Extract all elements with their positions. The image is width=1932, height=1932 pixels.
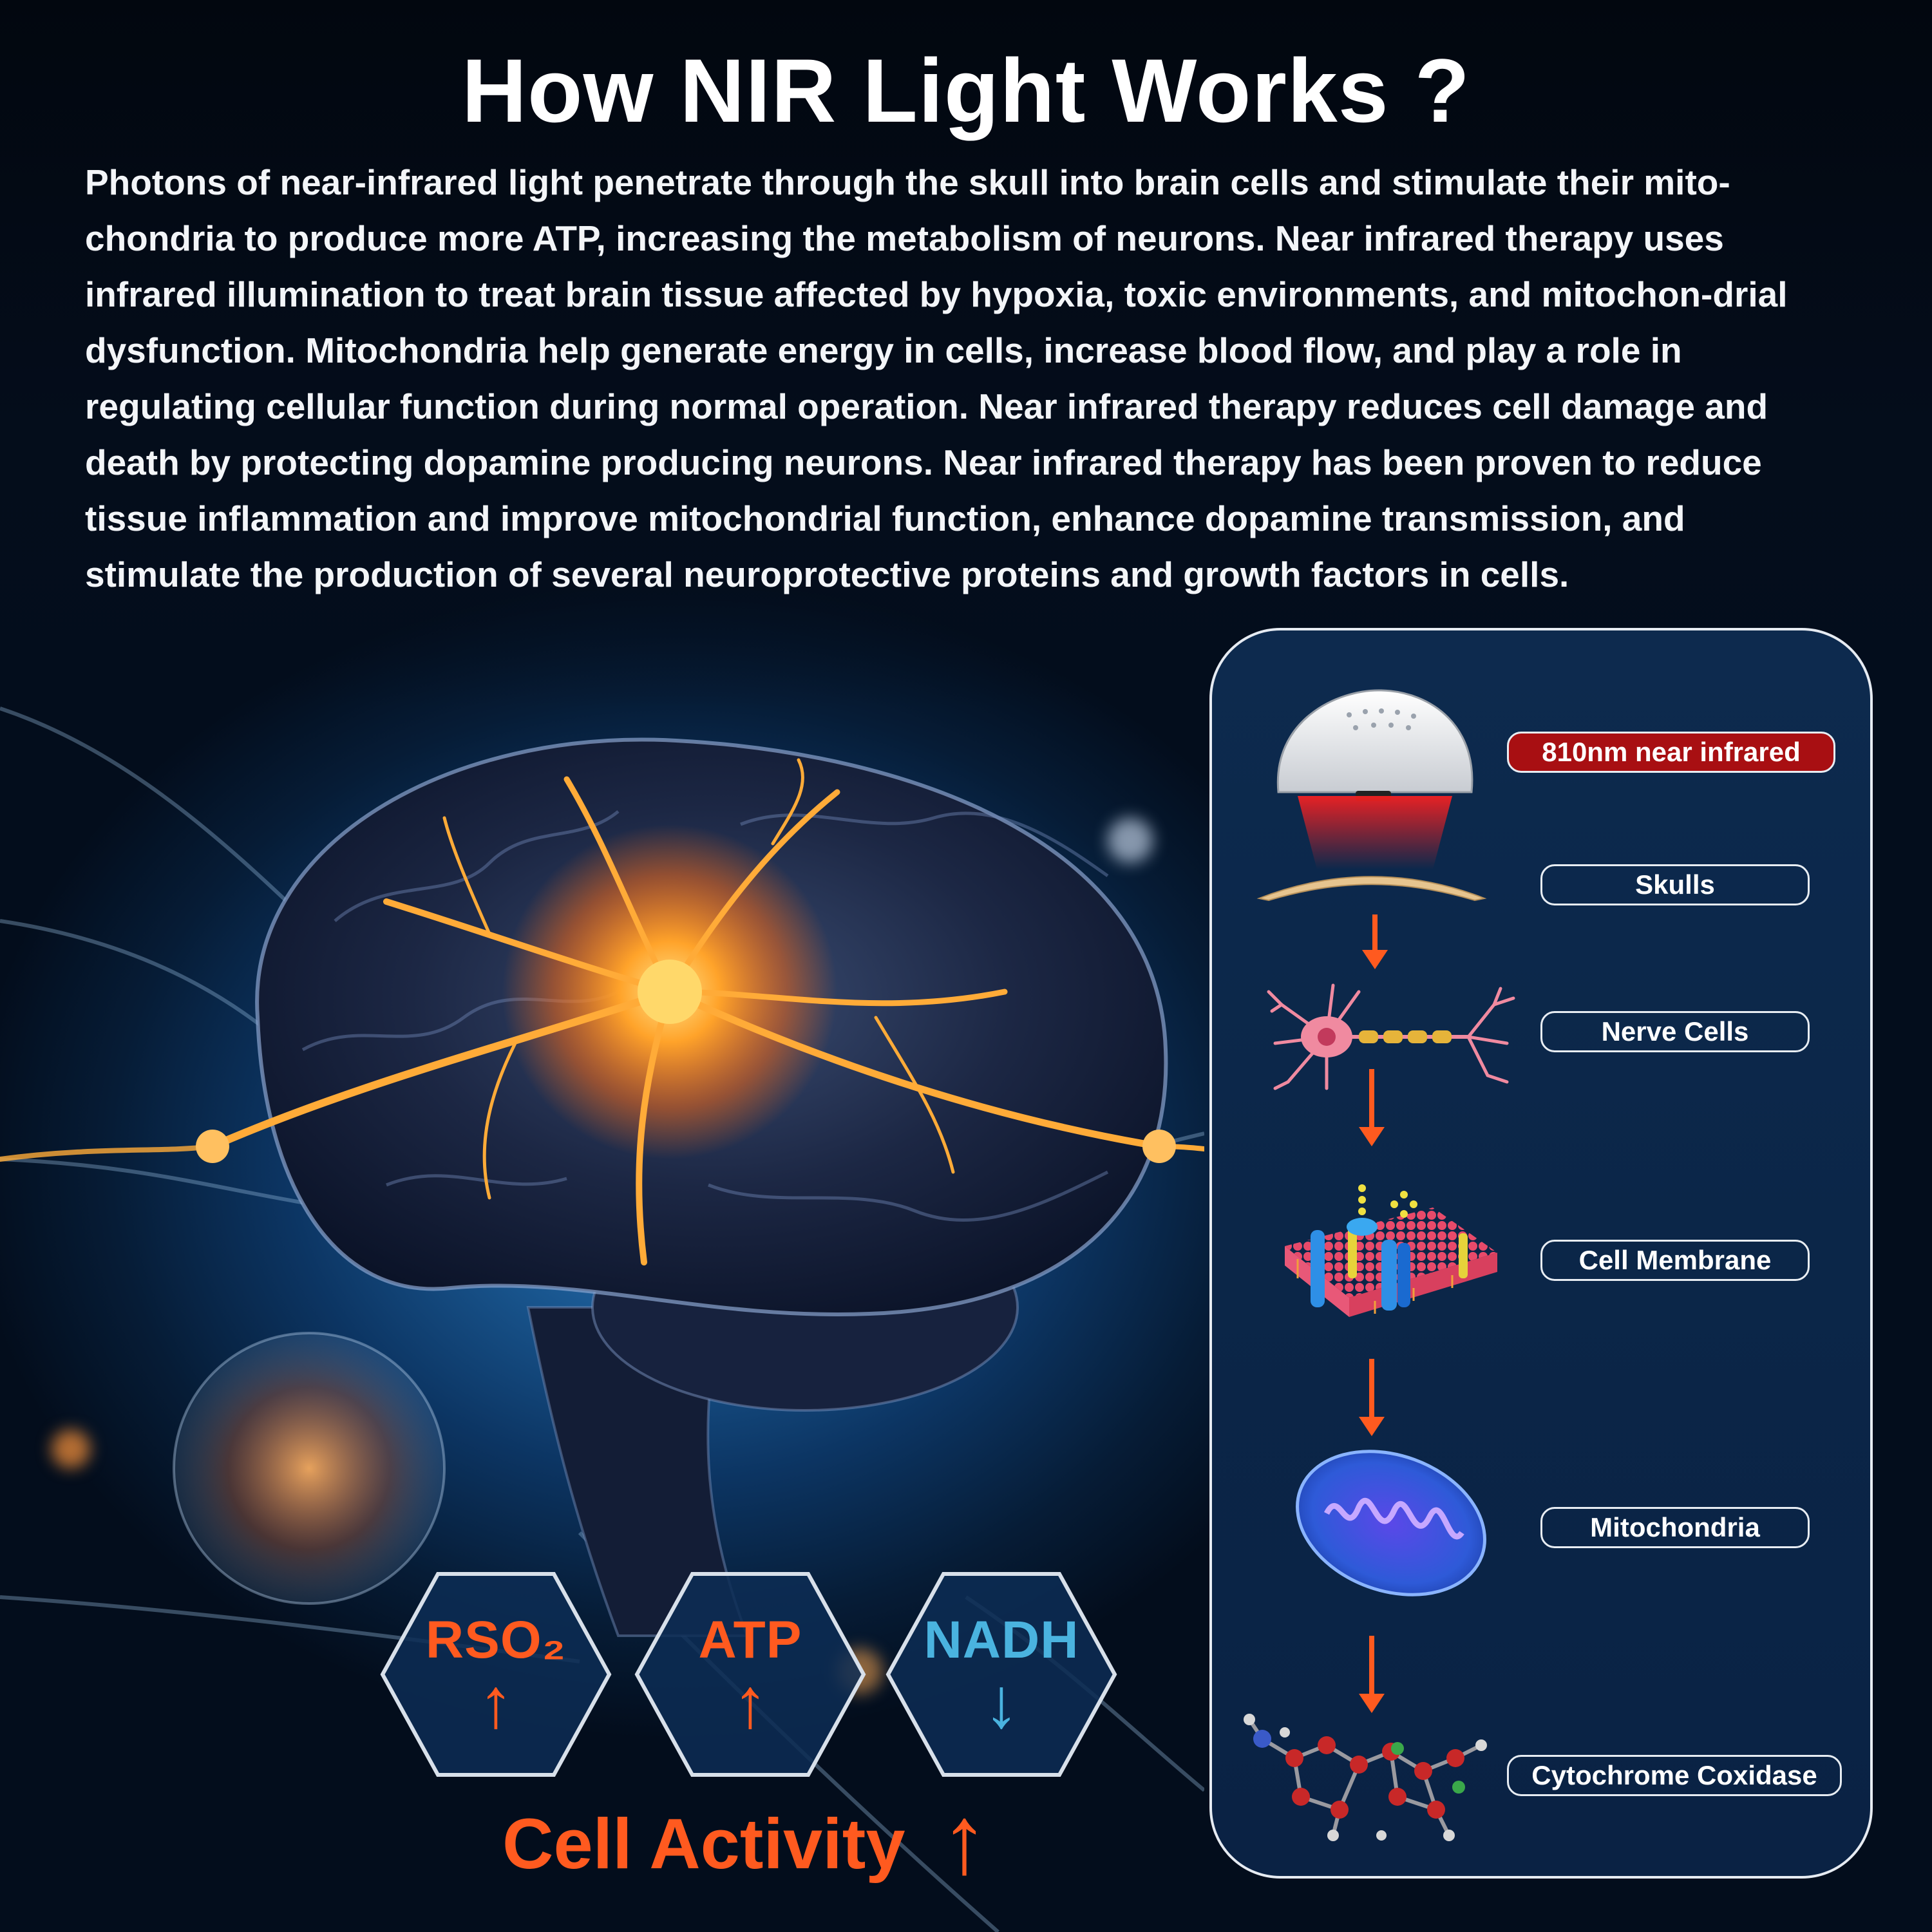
hex-indicator-rso2: RSO₂ ↑ <box>380 1571 612 1777</box>
neuron-icon <box>1267 983 1515 1090</box>
step-label-nerve-cells: Nerve Cells <box>1540 1011 1810 1052</box>
hex-indicator-nadh: NADH ↓ <box>886 1571 1117 1777</box>
step-label-cytochrome: Cytochrome Coxidase <box>1507 1755 1842 1796</box>
intro-paragraph: Photons of near-infrared light penetrate… <box>85 162 1788 594</box>
arrow-up-icon: ↑ <box>940 1785 989 1893</box>
arrow-up-icon: ↑ <box>478 1663 514 1743</box>
indicator-label: ATP <box>698 1611 802 1669</box>
bokeh-light <box>52 1430 90 1468</box>
arrow-down-icon <box>1359 1359 1385 1436</box>
mitochondria-icon <box>1296 1450 1486 1596</box>
cell-membrane-icon <box>1285 1184 1497 1317</box>
glowing-neuron <box>0 758 1204 1265</box>
brain-illustration <box>0 706 1204 1932</box>
indicator-label: NADH <box>923 1611 1079 1669</box>
step-label-810nm: 810nm near infrared <box>1507 732 1835 773</box>
arrow-down-icon <box>1362 914 1388 969</box>
indicator-label: RSO₂ <box>425 1611 567 1669</box>
arrow-down-icon <box>1359 1636 1385 1713</box>
step-label-cell-membrane: Cell Membrane <box>1540 1240 1810 1281</box>
arrow-up-icon: ↑ <box>732 1663 768 1743</box>
skull-icon <box>1256 876 1487 902</box>
page-title: How NIR Light Works ? <box>461 40 1471 141</box>
cell-activity-label: Cell Activity <box>502 1804 905 1884</box>
step-label-skulls: Skulls <box>1540 864 1810 905</box>
molecule-icon <box>1244 1714 1487 1841</box>
helmet-icon <box>1276 689 1473 869</box>
arrow-down-icon <box>1359 1069 1385 1146</box>
arrow-down-icon: ↓ <box>983 1663 1019 1743</box>
bokeh-light <box>1108 818 1153 863</box>
hex-indicator-atp: ATP ↑ <box>634 1571 866 1777</box>
step-label-mitochondria: Mitochondria <box>1540 1507 1810 1548</box>
background-top <box>0 0 1932 708</box>
